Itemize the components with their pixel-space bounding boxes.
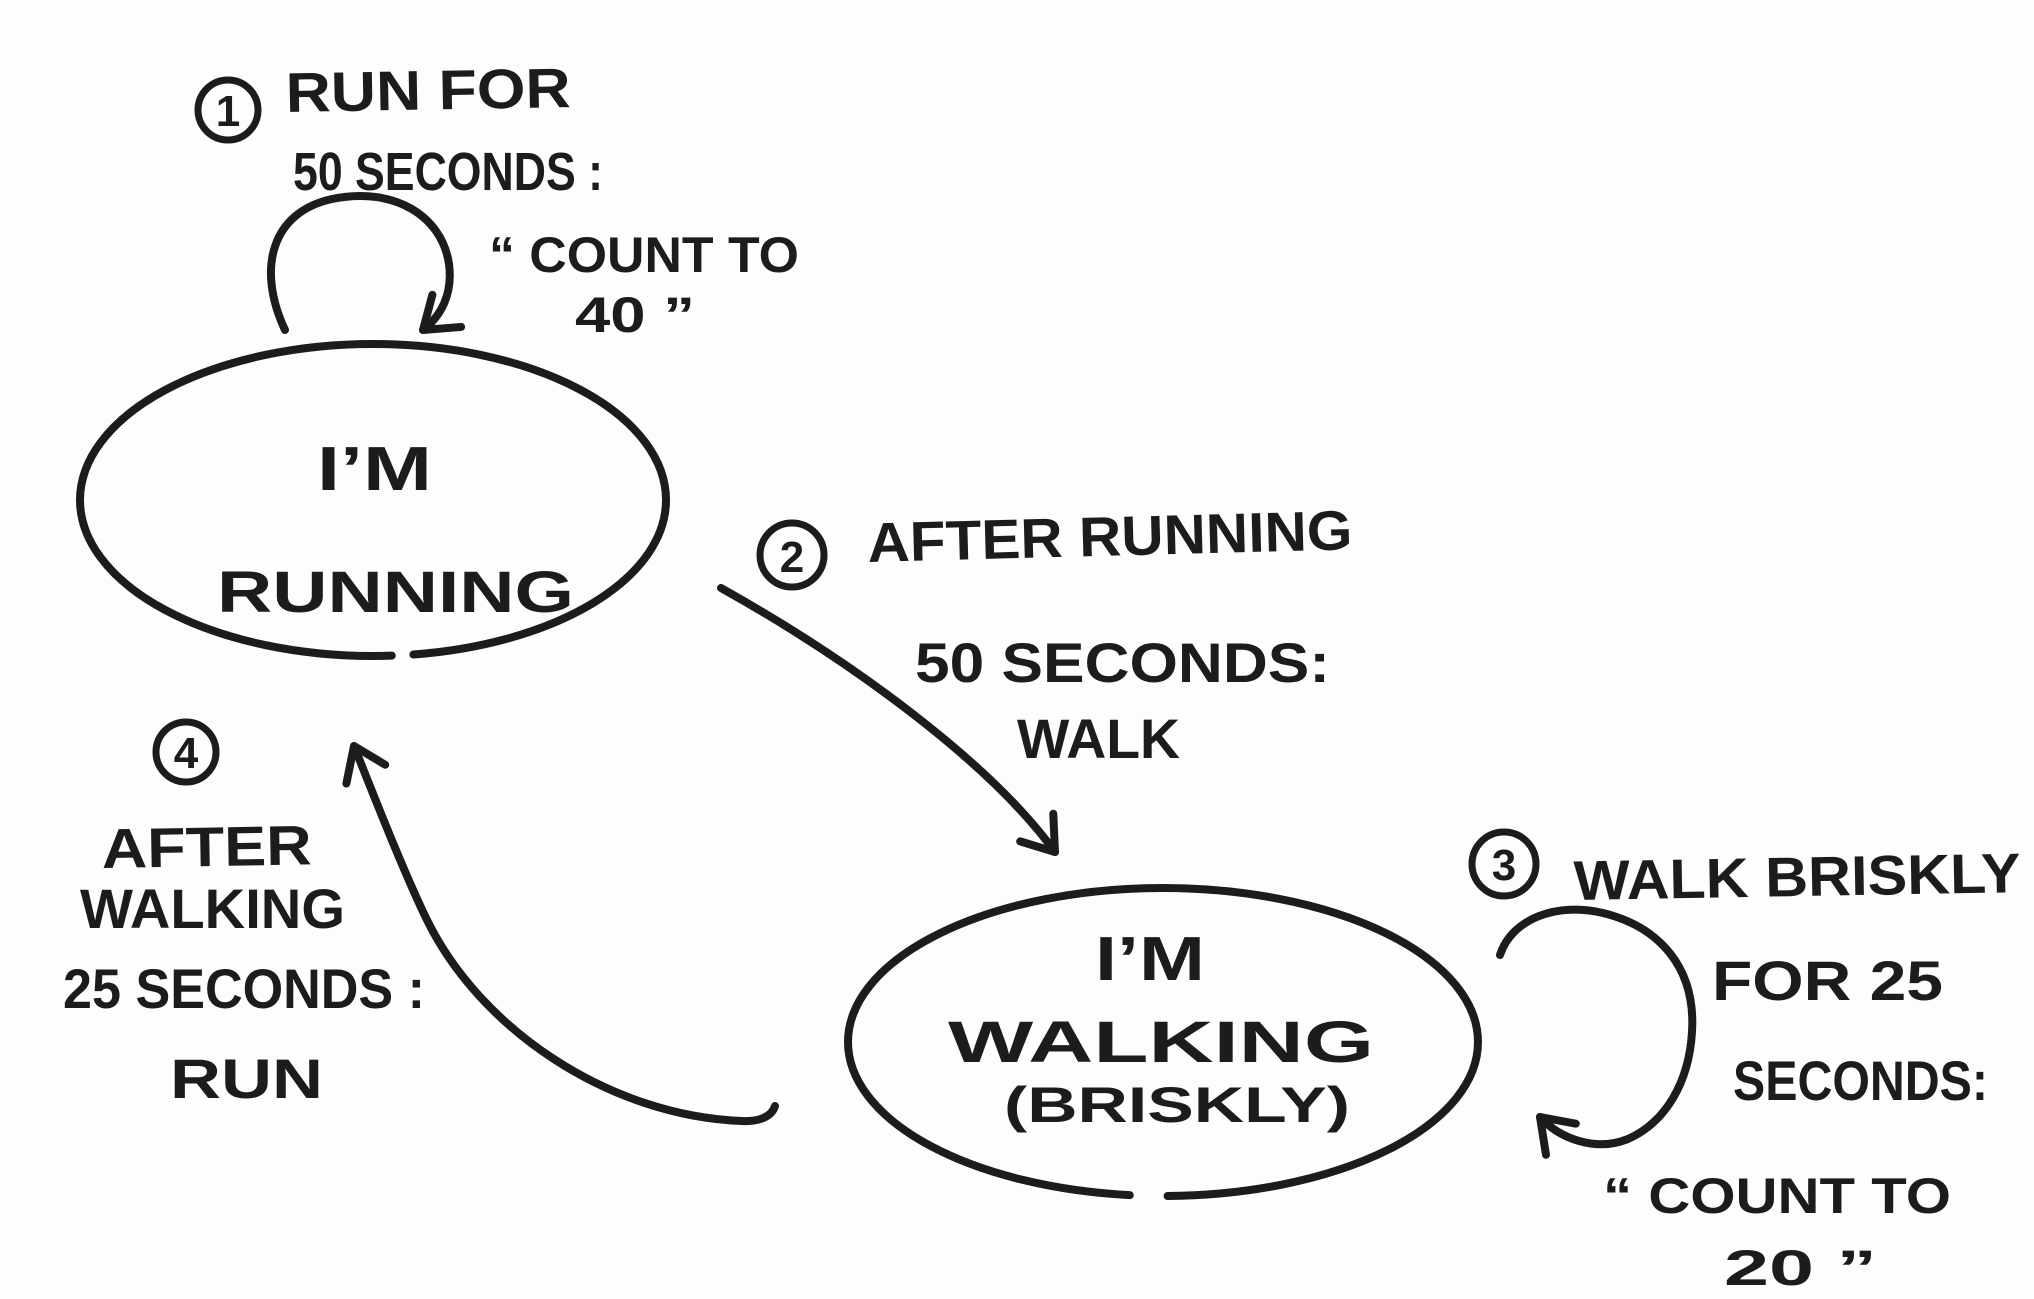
transition-3-number: 3 xyxy=(1492,841,1516,890)
transition-3-note-line2: 20 ” xyxy=(1724,1240,1877,1296)
walking-state-label-line3: (BRISKLY) xyxy=(1004,1077,1350,1133)
transition-3-number-circle xyxy=(1468,828,1540,900)
transition-1-label-line2: 50 SECONDS : xyxy=(293,142,603,202)
transition-1-number-circle xyxy=(194,76,262,144)
transition-1-note-line2: 40 ” xyxy=(575,287,695,343)
self-loop-arrow-walking xyxy=(1496,905,1697,1159)
transition-2-label-line1: AFTER RUNNING xyxy=(867,498,1353,574)
transition-2-number: 2 xyxy=(780,533,804,582)
running-state-label-line1: I’M xyxy=(317,435,432,504)
self-loop-arrow-running xyxy=(267,191,466,334)
transition-1-label-line1: RUN FOR xyxy=(285,56,571,124)
transition-4-label-line1: AFTER xyxy=(101,813,312,880)
transition-3-label-line1: WALK BRISKLY xyxy=(1573,841,2021,912)
running-state-label-line2: RUNNING xyxy=(217,560,574,625)
transition-2-label-line3: WALK xyxy=(1017,707,1180,770)
transition-3-label-line2: FOR 25 xyxy=(1712,949,1943,1012)
transition-1-note-line1: “ COUNT TO xyxy=(489,227,799,283)
walking-state-ellipse xyxy=(844,884,1482,1200)
transition-3-note-line1: “ COUNT TO xyxy=(1603,1168,1951,1224)
transition-4-label-line4: RUN xyxy=(170,1047,323,1110)
transition-2-number-circle xyxy=(756,519,828,591)
transition-4-label-line3: 25 SECONDS : xyxy=(63,957,425,1020)
transition-4-number: 4 xyxy=(174,729,199,778)
transition-2-label-line2: 50 SECONDS: xyxy=(915,631,1330,694)
transition-1-number: 1 xyxy=(216,87,240,136)
arrow-running-to-walking xyxy=(717,584,1059,856)
transition-4-label-line2: WALKING xyxy=(80,877,345,940)
walking-state-label-line1: I’M xyxy=(1095,925,1205,994)
transition-3-label-line3: SECONDS: xyxy=(1733,1049,1988,1112)
transition-4-number-circle xyxy=(152,718,220,786)
arrow-walking-to-running xyxy=(342,742,779,1126)
running-state-ellipse xyxy=(76,340,670,660)
walking-state-label-line2: WALKING xyxy=(948,1010,1374,1075)
